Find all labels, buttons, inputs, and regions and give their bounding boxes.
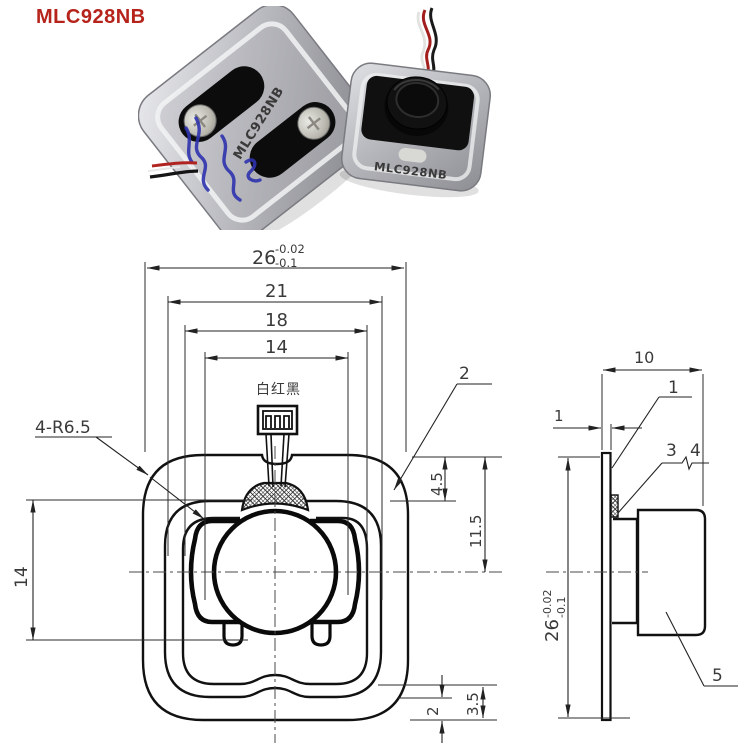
front-view: 26 -0.02 -0.1 21 18 14 白红黑 xyxy=(12,242,506,743)
screw xyxy=(297,106,331,140)
bracket-foot xyxy=(310,622,332,647)
callout-text: 2 xyxy=(459,364,470,384)
callout-text: 1 xyxy=(668,378,679,398)
dim-height-26: 26 -0.02 -0.1 xyxy=(541,457,571,718)
lead-wires xyxy=(265,433,290,488)
product-photo: MLC928NB MLC928NB xyxy=(138,6,492,230)
dim-value: 1 xyxy=(554,407,564,425)
strain-gauge-section xyxy=(610,494,619,518)
engineering-drawing: 26 -0.02 -0.1 21 18 14 白红黑 xyxy=(12,242,738,743)
screw xyxy=(183,104,217,138)
outer-body-outline xyxy=(141,453,410,722)
dim-value: 3.5 xyxy=(464,692,482,716)
dim-value: 21 xyxy=(265,281,288,302)
dim-value: 14 xyxy=(12,566,32,588)
dim-tol-lower: -0.1 xyxy=(275,256,297,270)
extension-lines xyxy=(26,262,502,721)
dim-value: 2 xyxy=(424,706,442,716)
connector-symbol xyxy=(256,404,299,436)
dim-value: 26 xyxy=(542,619,563,642)
base-plate-section xyxy=(600,451,612,722)
dim-11-5: 11.5 xyxy=(467,456,488,573)
blue-marker-scribble xyxy=(184,116,262,202)
wire-colors-label: 白红黑 xyxy=(256,382,301,398)
side-view: 10 1 26 -0.02 -0.1 1 xyxy=(541,348,738,722)
dim-tol-lower: -0.1 xyxy=(555,597,568,618)
callout-text: 4-R6.5 xyxy=(35,418,91,438)
callout-part-2: 2 xyxy=(393,364,492,491)
callout-text: 4 xyxy=(690,441,701,461)
callout-part-5: 5 xyxy=(665,611,738,687)
callout-corner-radius: 4-R6.5 xyxy=(35,418,205,520)
dim-value: 14 xyxy=(265,337,288,358)
dim-1-thickness: 1 xyxy=(553,407,642,431)
bracket-section xyxy=(612,517,639,625)
dim-value: 11.5 xyxy=(467,515,485,548)
callout-text: 5 xyxy=(712,666,723,686)
dim-value: 10 xyxy=(634,348,654,367)
dim-tol-upper: -0.02 xyxy=(541,590,554,618)
dim-14-left: 14 xyxy=(12,499,36,641)
left-load-cell: MLC928NB xyxy=(138,6,385,230)
dim-value: 4.5 xyxy=(428,472,446,496)
dim-value: 26 xyxy=(252,247,276,269)
dim-3-5: 3.5 xyxy=(464,686,486,719)
bracket-foot xyxy=(222,622,244,647)
callout-part-1: 1 xyxy=(611,378,692,469)
dim-value: 18 xyxy=(265,310,288,331)
white-tab xyxy=(398,147,427,163)
left-device-wires xyxy=(147,161,199,179)
dim-2: 2 xyxy=(424,675,445,743)
dim-4-5: 4.5 xyxy=(428,456,448,502)
right-device-wires xyxy=(416,7,438,75)
callout-parts-3-4: 3 4 xyxy=(617,441,709,514)
dim-21: 21 xyxy=(167,281,383,305)
side-extension-lines xyxy=(558,374,704,719)
dim-10: 10 xyxy=(602,348,703,373)
dim-14-top: 14 xyxy=(204,337,349,361)
dim-tol-upper: -0.02 xyxy=(275,242,305,256)
dim-width-26: 26 -0.02 -0.1 xyxy=(146,242,405,271)
connector-pins-icon xyxy=(265,415,290,428)
page-title: MLC928NB xyxy=(36,6,146,28)
button-block-section xyxy=(636,508,707,637)
dim-18: 18 xyxy=(184,310,368,334)
callout-text: 3 xyxy=(666,441,677,461)
right-load-cell: MLC928NB xyxy=(339,62,492,198)
